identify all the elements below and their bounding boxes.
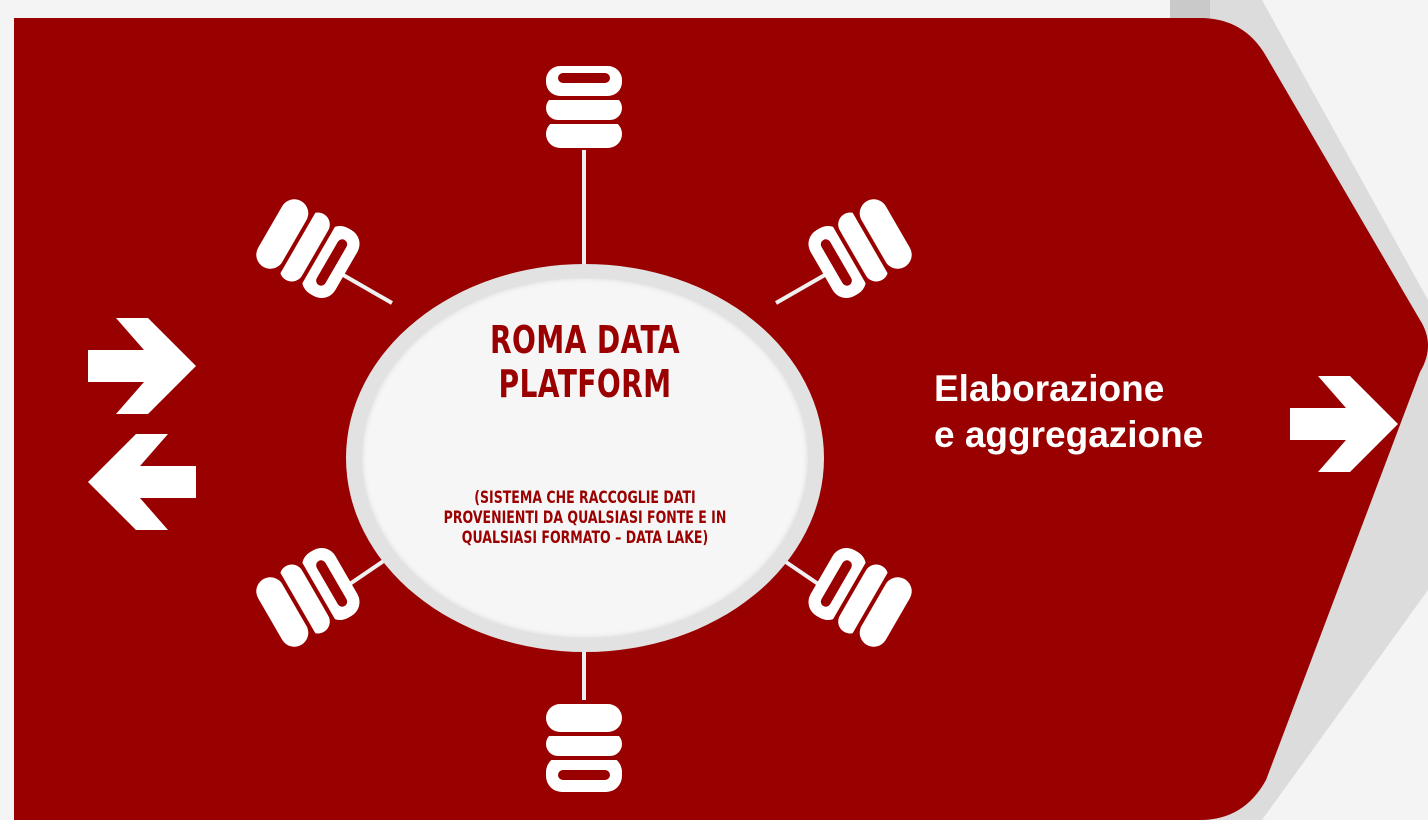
step-label-line2: e aggregazione [934, 414, 1204, 455]
hub-subtitle-line1: (sistema che raccoglie dati [474, 488, 696, 507]
database-icon [256, 547, 360, 647]
step-label: Elaborazione e aggregazione [934, 366, 1294, 458]
hub-subtitle: (sistema che raccoglie dati provenienti … [416, 488, 755, 548]
database-icon [256, 199, 360, 299]
database-icon [546, 66, 622, 148]
database-icon [546, 704, 622, 792]
database-icon [808, 547, 912, 647]
hub-circle [362, 278, 808, 638]
step-label-line1: Elaborazione [934, 368, 1165, 409]
hub-subtitle-line2: provenienti da qualsiasi fonte e in [443, 508, 727, 527]
arrow-left-icon [88, 434, 196, 530]
database-icon [808, 199, 912, 299]
hub-subtitle-line3: qualsiasi formato – data lake) [461, 528, 709, 547]
hub-title-line2: Platform [498, 362, 672, 406]
hub-title-line1: Roma Data [489, 318, 681, 362]
arrow-right-icon [88, 318, 196, 414]
hub-title: Roma Data Platform [433, 318, 736, 406]
arrow-right-icon [1290, 376, 1398, 472]
